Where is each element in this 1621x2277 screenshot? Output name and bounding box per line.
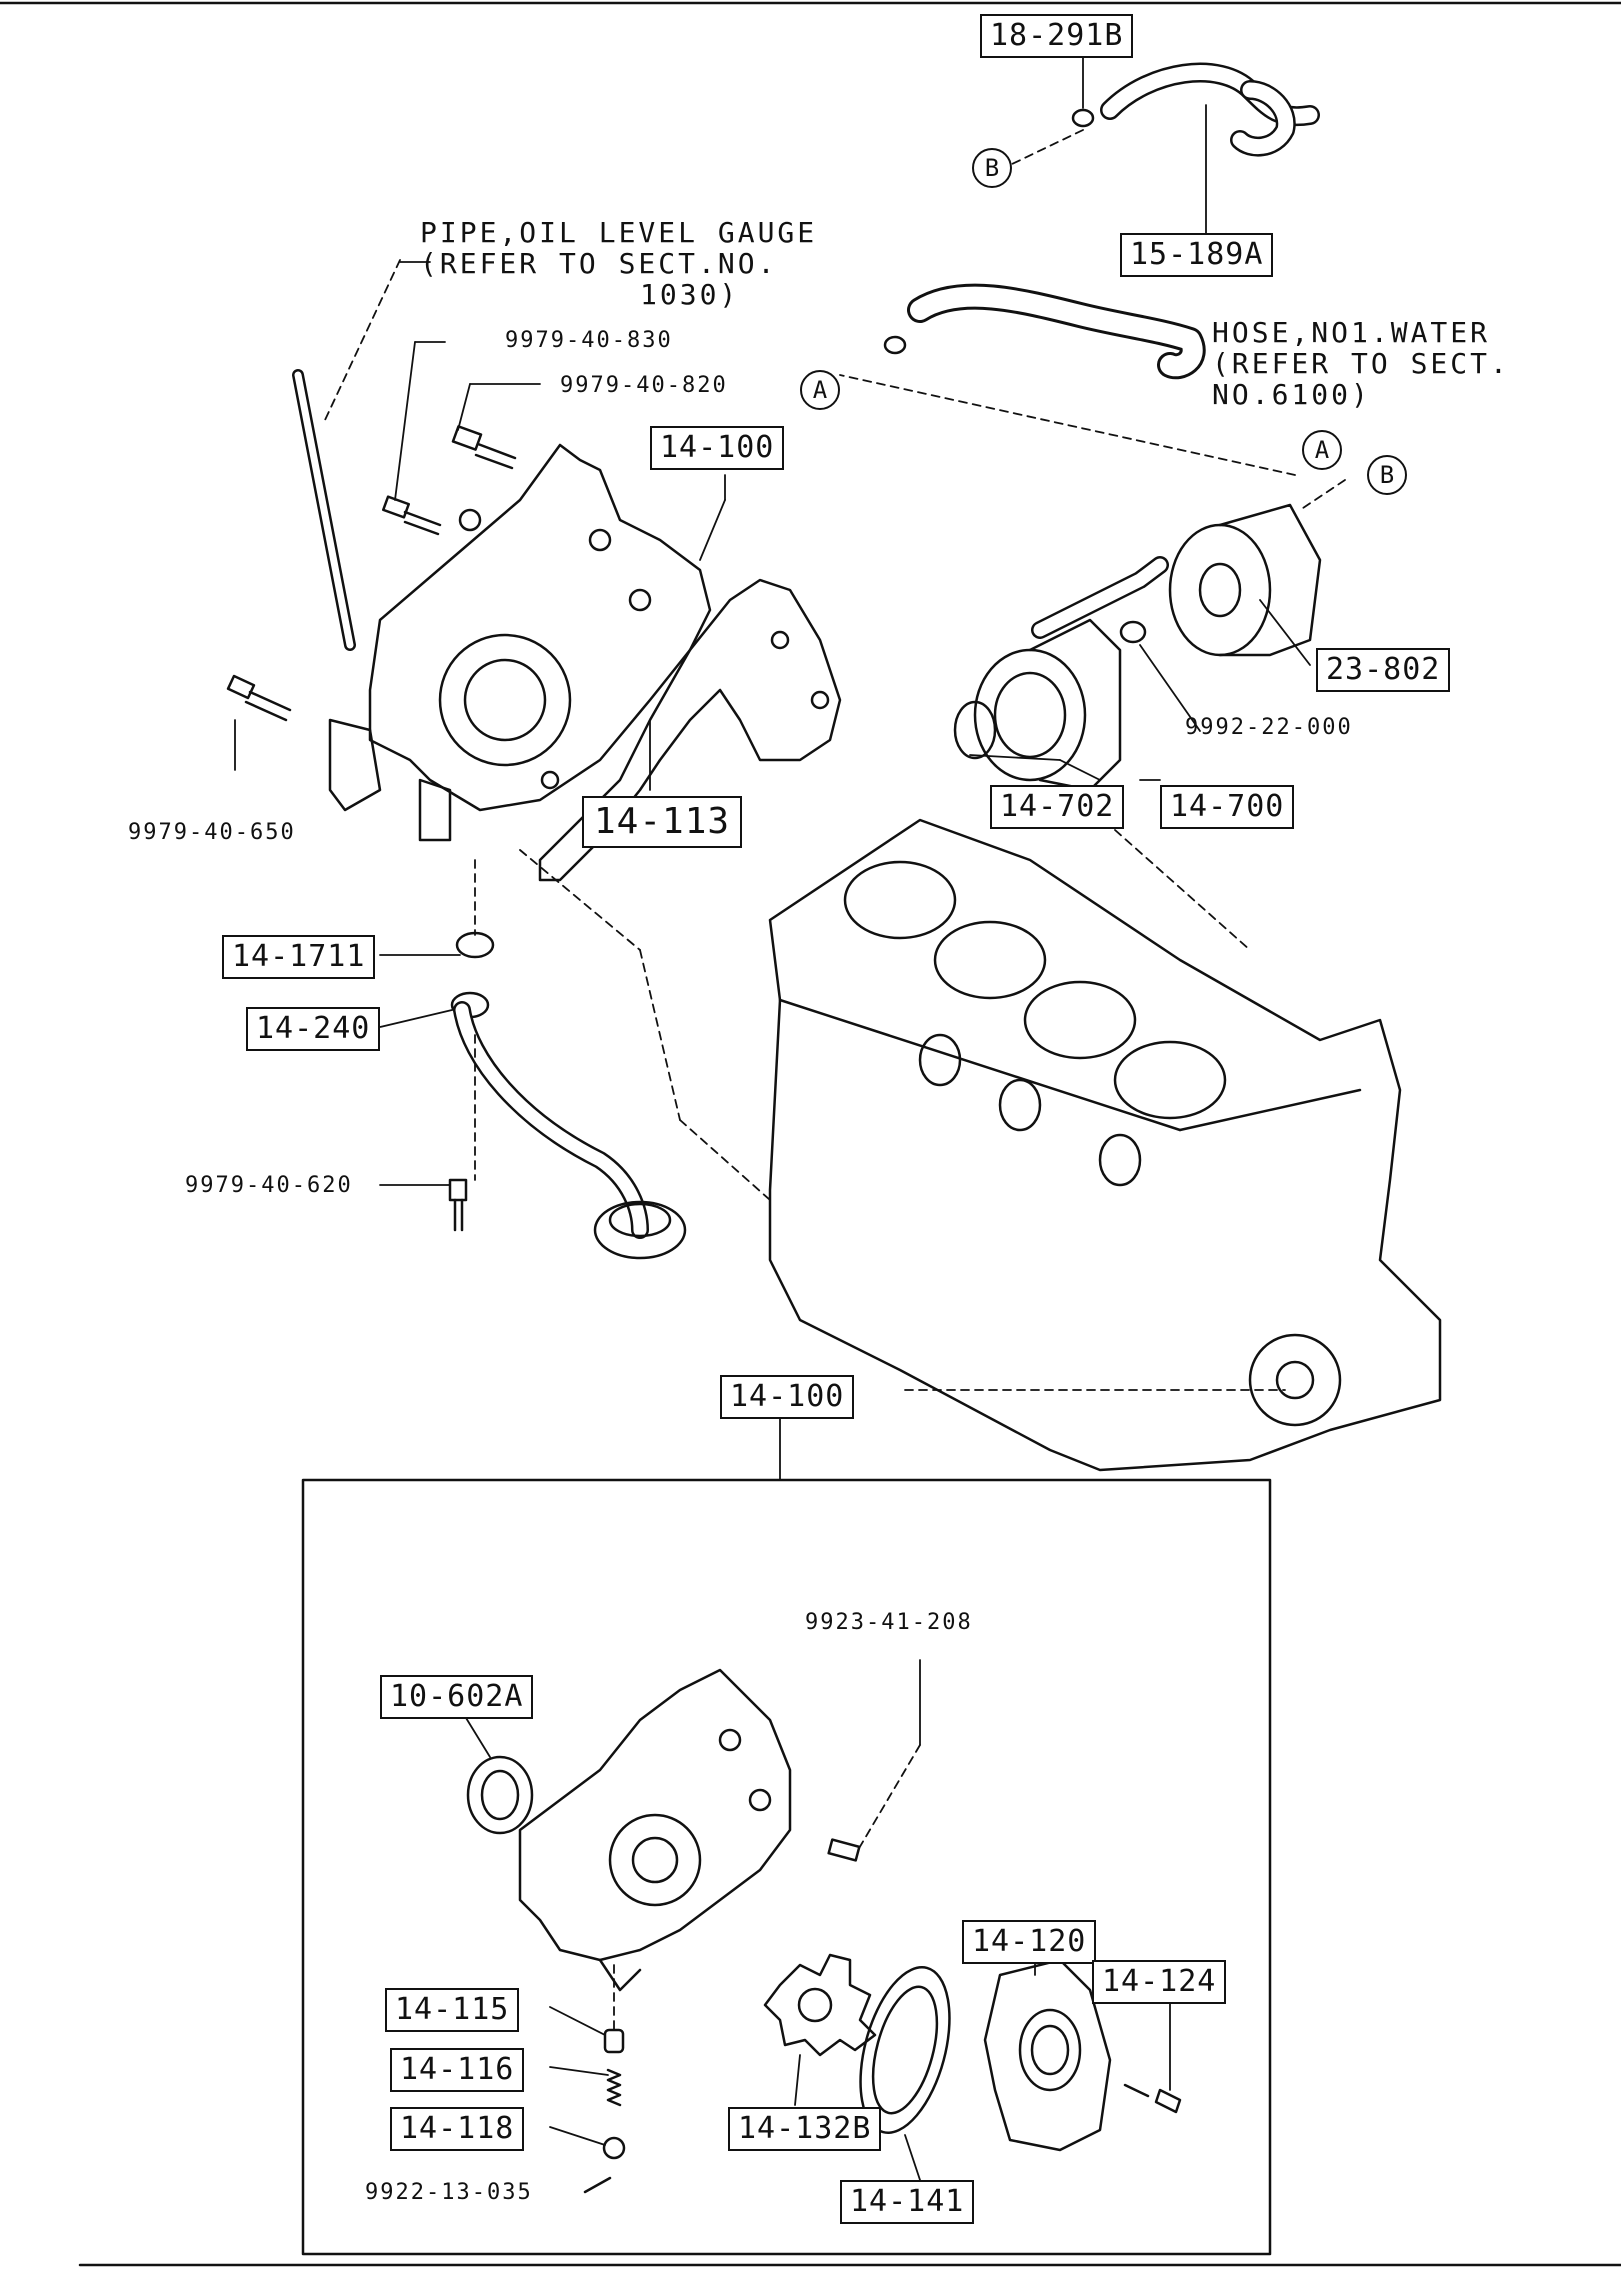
detail-pump-drawing [518, 1668, 792, 1992]
part-9992-22-000: 9992-22-000 [1185, 715, 1353, 740]
note-hose-line2: (REFER TO SECT. [1212, 346, 1510, 380]
callout-14-113: 14-113 [582, 796, 743, 848]
marker-b-left: B [972, 148, 1012, 188]
note-pipe-line1: PIPE,OIL LEVEL GAUGE [420, 216, 818, 249]
note-hose-line1: HOSE,NO1.WATER [1212, 316, 1491, 349]
part-9979-40-620: 9979-40-620 [185, 1173, 353, 1198]
breather-hose-drawing [1071, 62, 1320, 157]
strainer-gasket-drawing [455, 931, 495, 959]
callout-14-120: 14-120 [962, 1920, 1097, 1964]
callout-15-189a: 15-189A [1120, 233, 1274, 277]
callout-14-115: 14-115 [385, 1988, 520, 2032]
oil-strainer-drawing [450, 991, 687, 1260]
note-hose-line3: NO.6100) [1212, 377, 1371, 411]
oil-pump-drawing [328, 443, 712, 842]
bolt-620-drawing [448, 1178, 468, 1232]
screw-drawing [1123, 2083, 1182, 2114]
pin-208-drawing [827, 1838, 861, 1862]
note-pipe-oil-gauge: PIPE,OIL LEVEL GAUGE (REFER TO SECT.NO. … [420, 216, 818, 311]
water-hose-drawing [883, 283, 1206, 380]
callout-14-124: 14-124 [1092, 1960, 1227, 2004]
oil-level-pipe-drawing [292, 369, 356, 651]
part-9923-41-208: 9923-41-208 [805, 1610, 973, 1635]
callout-14-240: 14-240 [246, 1007, 381, 1051]
marker-a-right: A [1302, 430, 1342, 470]
oil-filter-drawing [1168, 503, 1322, 657]
cylinder-block-drawing [768, 818, 1442, 1472]
pump-cover-drawing [983, 1958, 1112, 2152]
callout-14-118: 14-118 [390, 2107, 525, 2151]
plug-drawing [602, 2136, 626, 2160]
marker-a-left: A [800, 370, 840, 410]
part-9979-40-650: 9979-40-650 [128, 820, 296, 845]
callout-14-116: 14-116 [390, 2048, 525, 2092]
callout-18-291b: 18-291B [980, 14, 1134, 58]
note-pipe-line3: 1030) [640, 277, 740, 311]
bolt-820-drawing [451, 425, 517, 470]
oil-seal-drawing [466, 1755, 534, 1835]
callout-10-602a: 10-602A [380, 1675, 534, 1719]
rotor-drawing [859, 1965, 951, 2135]
callout-14-700: 14-700 [1160, 785, 1295, 829]
callout-14-100-top: 14-100 [650, 426, 785, 470]
detail-frame [301, 1478, 1272, 2256]
plunger-drawing [603, 2028, 625, 2054]
callout-14-1711: 14-1711 [222, 935, 376, 979]
part-9979-40-820: 9979-40-820 [560, 373, 728, 398]
callout-14-132b: 14-132B [728, 2107, 882, 2151]
pin-035-drawing [583, 2176, 612, 2194]
callout-23-802: 23-802 [1316, 648, 1451, 692]
spring-drawing [606, 2068, 622, 2107]
callout-14-100-detail: 14-100 [720, 1375, 855, 1419]
leader-lines [234, 51, 1346, 1481]
bolt-830-drawing [382, 495, 442, 536]
callout-14-702: 14-702 [990, 785, 1125, 829]
note-hose-water: HOSE,NO1.WATER (REFER TO SECT. NO.6100) [1212, 316, 1510, 411]
bolt-650-drawing [226, 674, 292, 722]
callout-14-141: 14-141 [840, 2180, 975, 2224]
part-9979-40-830: 9979-40-830 [505, 328, 673, 353]
marker-b-right: B [1367, 455, 1407, 495]
part-9922-13-035: 9922-13-035 [365, 2180, 533, 2205]
gear-drawing [763, 1953, 877, 2057]
note-pipe-line2: (REFER TO SECT.NO. [420, 246, 778, 280]
